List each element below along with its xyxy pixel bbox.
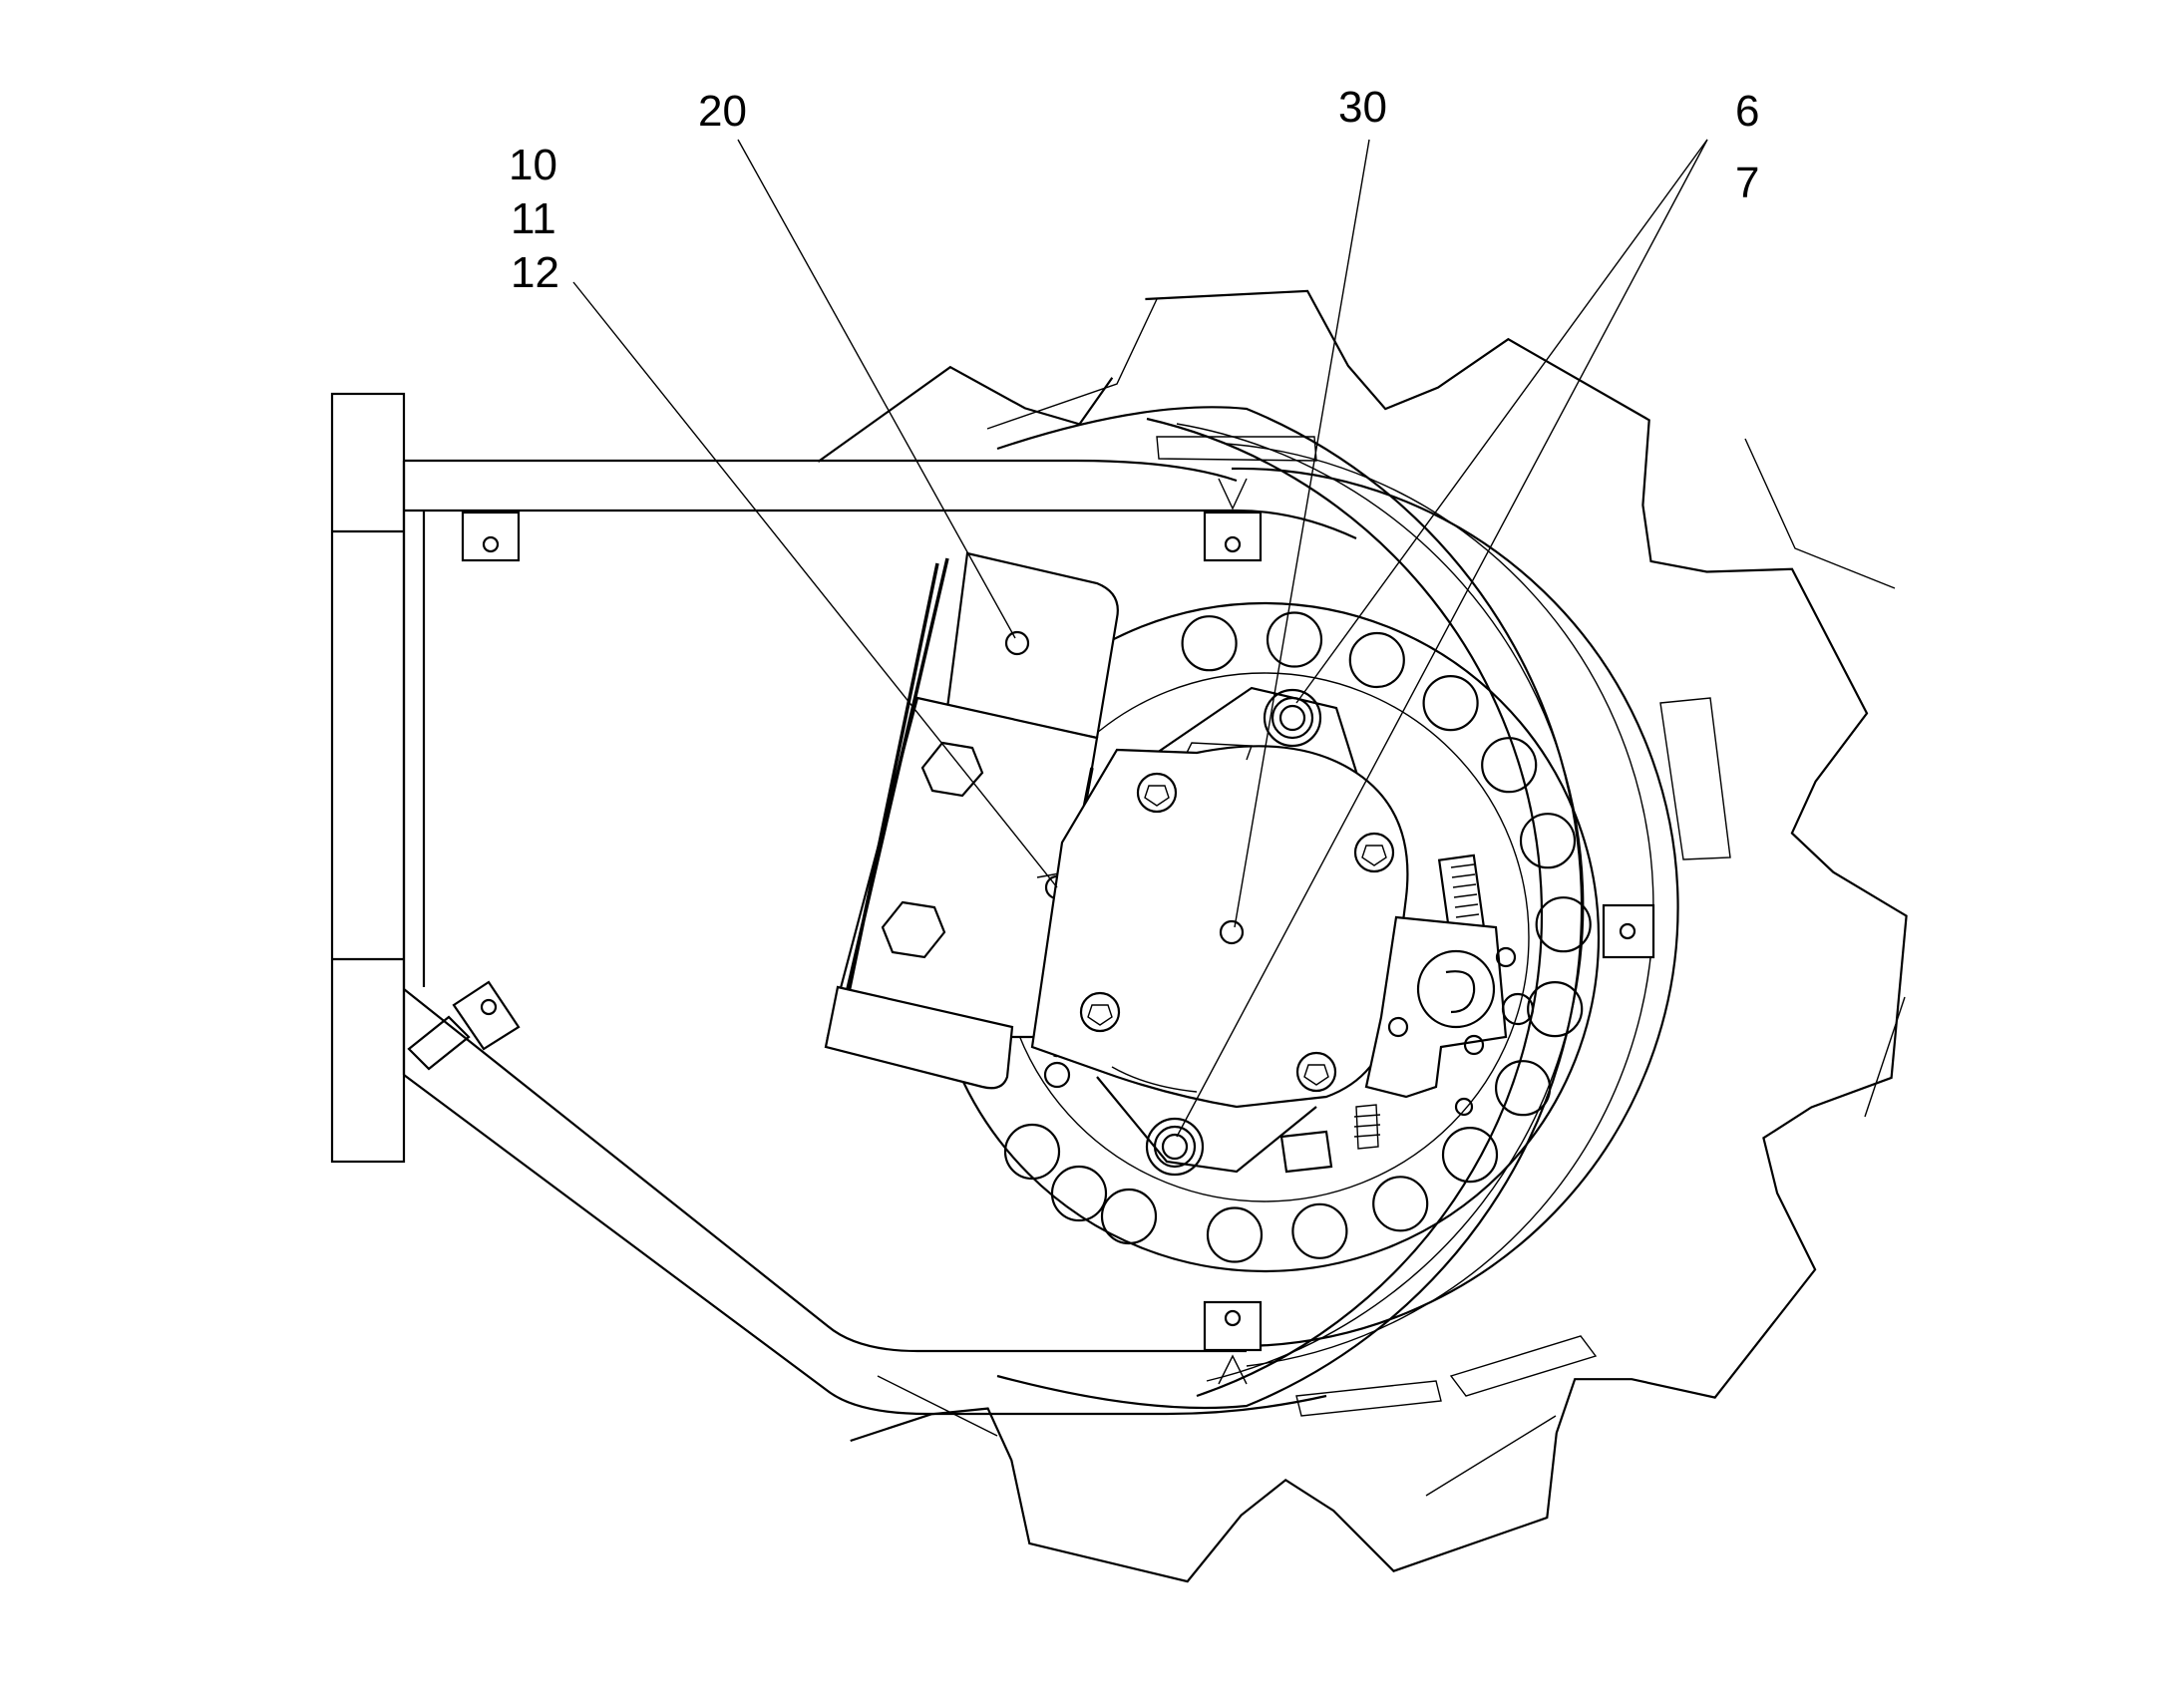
sprocket-outline — [817, 289, 1908, 1583]
frame — [330, 392, 1655, 1416]
bolt-hole — [1519, 813, 1577, 869]
motor-lip-bottom — [1111, 1066, 1198, 1093]
small-pin-left — [1043, 1061, 1071, 1089]
bolt-circle — [1003, 611, 1592, 1263]
label-20: 20 — [698, 87, 747, 136]
bolt-hole — [1527, 980, 1584, 1038]
ring-slot-top — [1156, 436, 1317, 462]
frame-clip-lower-left — [452, 980, 521, 1051]
label-6: 6 — [1735, 87, 1759, 136]
bolt-hole — [1481, 737, 1538, 794]
hydraulic-motor — [1030, 686, 1409, 1177]
ring-slot-bottom — [1449, 1335, 1598, 1397]
motor-cap-screw-4 — [1295, 1051, 1337, 1093]
block-hex-nut-bottom — [881, 900, 946, 959]
hub-ring-3 — [1176, 423, 1585, 1382]
valve-port-ring — [1416, 949, 1496, 1029]
sprocket-inner-outline — [877, 298, 1906, 1497]
leader-6 — [1295, 139, 1708, 704]
frame-top-bar — [404, 459, 1357, 539]
frame-clip-top-right — [1203, 478, 1263, 562]
valve-fitting-2 — [1463, 1034, 1485, 1056]
valve-plug — [1501, 992, 1535, 1026]
bolt-hole — [1494, 1060, 1552, 1117]
motor-mount-nut-top — [1263, 688, 1322, 748]
frame-upright — [402, 461, 426, 1075]
valve-bracket-lower — [1279, 1130, 1333, 1174]
bolt-hole — [1291, 1202, 1348, 1259]
hub-ring-2 — [1146, 417, 1544, 1398]
motor-cap-screw-2 — [1353, 832, 1395, 873]
leader-7 — [1176, 139, 1708, 1138]
sprocket — [817, 289, 1908, 1583]
valve-assembly — [1043, 854, 1535, 1174]
frame-left-plate — [330, 392, 406, 1164]
bolt-hole — [1535, 896, 1592, 953]
bolt-hole — [1266, 611, 1323, 668]
hub-ring-4 — [1226, 443, 1654, 1367]
motor-housing — [1030, 745, 1409, 1109]
block-top-hole — [1004, 630, 1030, 656]
hub-ring-outer — [996, 406, 1584, 1410]
ring-slot-right — [1659, 697, 1731, 860]
motor-block: B A — [824, 551, 1119, 1090]
valve-fitting-3 — [1387, 1016, 1409, 1038]
hub-ring-inner — [1231, 467, 1679, 1348]
label-12: 12 — [511, 248, 559, 297]
label-30: 30 — [1338, 83, 1387, 132]
block-top-plate — [945, 551, 1119, 740]
motor-cap-screw-3 — [1079, 991, 1121, 1033]
valve-port-hook — [1445, 970, 1476, 1014]
leader-30 — [1234, 139, 1370, 928]
frame-clip-top-left — [461, 511, 521, 562]
hub-rings — [996, 406, 1731, 1417]
valve-connector-ribs — [1450, 863, 1480, 918]
motor-lip-top — [1186, 742, 1253, 761]
frame-lower-cap — [407, 1015, 471, 1071]
motor-triangle-bottom — [1096, 1076, 1317, 1174]
bolt-hole — [1372, 1176, 1429, 1232]
frame-clip-right — [1602, 903, 1655, 959]
block-lower-plate — [824, 985, 1014, 1090]
ring-slot-bottom-2 — [1295, 1380, 1442, 1417]
bolt-hole — [1181, 615, 1238, 672]
label-11: 11 — [511, 194, 556, 243]
frame-clip-bottom — [1203, 1300, 1263, 1385]
motor-mount-nut-bottom — [1145, 1117, 1205, 1177]
label-7: 7 — [1735, 159, 1759, 207]
bolt-hole — [1100, 1188, 1158, 1245]
small-pin-right — [1454, 1097, 1474, 1117]
reference-labels: 10 11 12 20 30 6 7 — [509, 83, 1759, 297]
block-edge-hatch — [836, 557, 949, 1033]
label-10: 10 — [509, 141, 557, 189]
block-hex-nut-top — [920, 741, 984, 798]
bolt-hole — [1050, 1165, 1108, 1222]
bolt-hole — [1206, 1206, 1264, 1263]
bolt-hole — [1422, 674, 1479, 732]
frame-lower-bar — [403, 988, 1327, 1416]
bolt-hole — [1348, 631, 1405, 689]
leader-lines — [572, 139, 1708, 1138]
valve-small-fitting — [1353, 1104, 1381, 1150]
bolt-hole — [1003, 1123, 1061, 1181]
valve-fitting-1 — [1495, 946, 1517, 968]
motor-cap-screw-1 — [1136, 772, 1178, 814]
leader-12 — [572, 281, 1058, 888]
leader-20 — [737, 139, 1016, 639]
bolt-hole — [1441, 1126, 1499, 1184]
motor-center-point — [1219, 919, 1245, 945]
